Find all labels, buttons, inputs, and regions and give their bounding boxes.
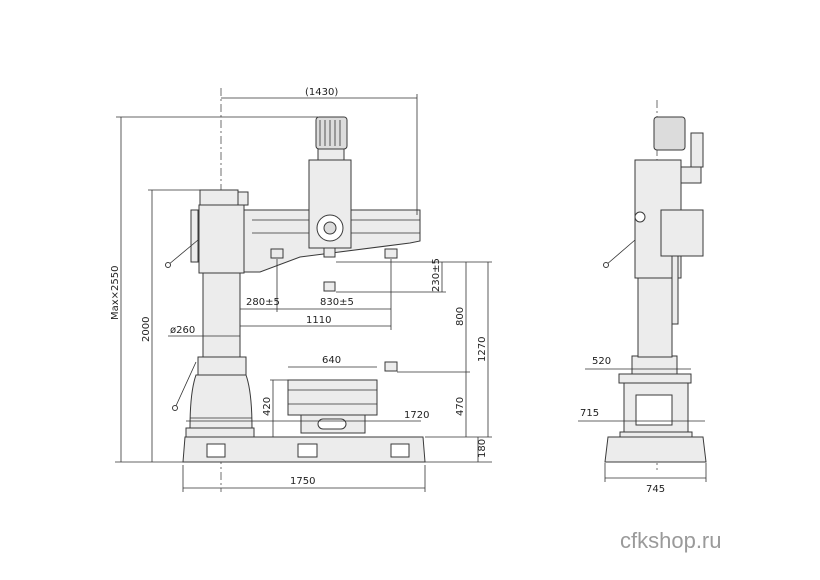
side-column: [637, 276, 673, 358]
motor: [315, 116, 348, 150]
dim-table-height: 420: [262, 397, 273, 416]
dim-base-width: 745: [646, 484, 665, 495]
dim-base-inner: 715: [580, 408, 599, 419]
side-motor: [653, 116, 686, 151]
dim-base-length: 1750: [290, 476, 315, 487]
column-bell: [189, 374, 253, 429]
dim-table-width: 640: [322, 355, 341, 366]
watermark: cfkshop.ru: [620, 528, 722, 553]
dim-max-height: Max×2550: [110, 265, 121, 320]
arm-sleeve: [198, 204, 245, 274]
dim-head-travel: 830±5: [320, 297, 354, 308]
dim-column-dia: ø260: [170, 325, 195, 336]
dim-base-height: 180: [477, 439, 488, 458]
dim-min-radius: 280±5: [246, 297, 280, 308]
dim-spindle-to-base: 1270: [477, 337, 488, 362]
dim-table-reach: 1720: [404, 410, 429, 421]
dim-arm-reach: (1430): [305, 87, 338, 98]
front-view: (1430) Max×2550 2000 1750 180 1270 800 4…: [110, 87, 492, 492]
dim-column-height: 2000: [141, 317, 152, 342]
dim-table-top: 470: [455, 397, 466, 416]
dim-quill-stroke: 230±5: [431, 258, 442, 292]
work-table: [287, 379, 378, 416]
dim-table-depth: 520: [592, 356, 611, 367]
column: [202, 267, 241, 358]
side-view: 520 715 745: [578, 100, 707, 495]
dim-max-radius: 1110: [306, 315, 331, 326]
side-base: [604, 436, 707, 463]
dim-spindle-travel: 800: [455, 307, 466, 326]
